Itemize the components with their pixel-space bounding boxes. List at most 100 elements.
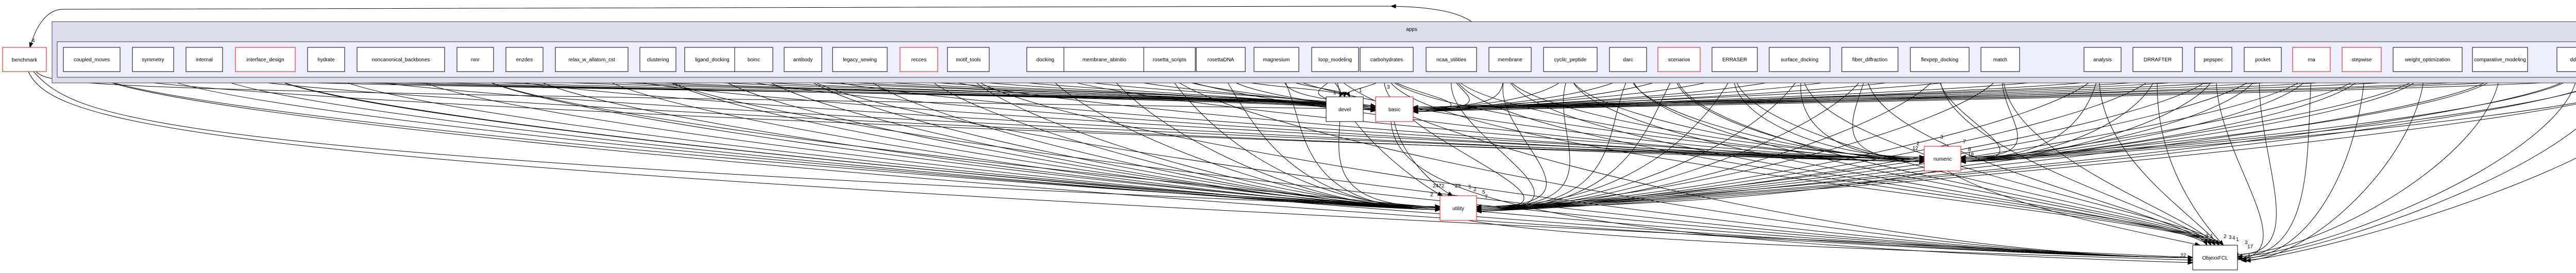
dir-node-pocket[interactable]: pocket (2244, 47, 2282, 72)
dir-node-label[interactable]: fiber_diffraction (1852, 57, 1887, 63)
dir-node-label[interactable]: ObjexxFCL (2202, 255, 2228, 261)
dir-node-label[interactable]: utility (1452, 206, 1464, 212)
dir-node-label[interactable]: ERRASER (1722, 57, 1747, 63)
dir-node-drrafter[interactable]: DRRAFTER (2132, 47, 2183, 72)
dir-node-recces[interactable]: recces (900, 47, 938, 72)
dir-node-label[interactable]: stepwise (2352, 57, 2372, 63)
dir-node-pepspec[interactable]: pepspec (2194, 47, 2232, 72)
dir-node-legacy-sewing[interactable]: legacy_sewing (832, 47, 888, 72)
dir-node-membrane-abinitio[interactable]: membrane_abinitio (1063, 47, 1145, 72)
dir-node-numeric[interactable]: numeric (1924, 146, 1961, 172)
dir-node-label[interactable]: match (1993, 57, 2007, 63)
dir-node-ligand-docking[interactable]: ligand_docking (684, 47, 740, 72)
dir-node-nmr[interactable]: nmr (456, 47, 494, 72)
dir-node-label[interactable]: benchmark (12, 58, 38, 63)
cluster-apps-label[interactable]: apps (1406, 27, 1417, 32)
dir-node-match[interactable]: match (1980, 47, 2020, 72)
dir-node-rna[interactable]: rna (2292, 47, 2331, 72)
dir-node-label[interactable]: clustering (647, 57, 669, 63)
dir-node-label[interactable]: ddg (2570, 57, 2576, 63)
dir-node-cyclic-peptide[interactable]: cyclic_peptide (1543, 47, 1598, 72)
dir-node-symmetry[interactable]: symmetry (132, 47, 174, 72)
dir-node-boinc[interactable]: boinc (734, 47, 773, 72)
dir-node-motif-tools[interactable]: motif_tools (947, 47, 990, 72)
dir-node-membrane[interactable]: membrane (1488, 47, 1532, 72)
dir-node-scenarios[interactable]: scenarios (1657, 47, 1701, 72)
dir-node-label[interactable]: ncaa_utilities (1436, 57, 1466, 63)
dir-node-label[interactable]: basic (1388, 107, 1400, 113)
dir-node-label[interactable]: cyclic_peptide (1554, 57, 1587, 63)
dir-node-label[interactable]: enzdes (516, 57, 533, 63)
dir-node-label[interactable]: DRRAFTER (2144, 57, 2172, 63)
dir-node-stepwise[interactable]: stepwise (2342, 47, 2382, 72)
dir-node-label[interactable]: membrane_abinitio (1082, 57, 1126, 63)
dir-node-label[interactable]: recces (911, 57, 926, 63)
dir-node-relax-w-allatom-cst[interactable]: relax_w_allatom_cst (555, 47, 629, 72)
dir-node-label[interactable]: devel (1338, 107, 1351, 113)
dir-node-label[interactable]: motif_tools (956, 57, 980, 63)
dir-node-label[interactable]: ligand_docking (695, 57, 730, 63)
dir-node-label[interactable]: internal (196, 57, 213, 63)
dependency-edge (1166, 71, 1925, 162)
dir-node-coupled-moves[interactable]: coupled_moves (63, 47, 121, 72)
dir-node-label[interactable]: pocket (2255, 57, 2270, 63)
dir-node-label[interactable]: docking (1037, 57, 1054, 63)
dependency-edge (800, 71, 2193, 258)
dir-node-label[interactable]: rosetta_scripts (1153, 57, 1186, 63)
dir-node-label[interactable]: magnesium (1263, 57, 1290, 63)
dir-node-label[interactable]: rna (2308, 57, 2315, 63)
dir-node-hydrate[interactable]: hydrate (307, 47, 345, 72)
dir-node-enzdes[interactable]: enzdes (505, 47, 544, 72)
dir-node-label[interactable]: numeric (1934, 157, 1952, 162)
dir-node-label[interactable]: weight_optimization (2404, 57, 2450, 63)
dir-node-devel[interactable]: devel (1326, 96, 1364, 122)
dir-node-utility[interactable]: utility (1439, 195, 1477, 221)
dir-node-carbohydrates[interactable]: carbohydrates (1360, 47, 1414, 72)
dir-node-clustering[interactable]: clustering (639, 47, 676, 72)
dir-node-noncanonical-backbones[interactable]: noncanonical_backbones (357, 47, 445, 72)
dir-node-analysis[interactable]: analysis (2083, 47, 2122, 72)
dir-node-antibody[interactable]: antibody (784, 47, 822, 72)
dir-node-label[interactable]: pepspec (2204, 57, 2223, 63)
dir-node-magnesium[interactable]: magnesium (1253, 47, 1299, 72)
dir-node-surface-docking[interactable]: surface_docking (1769, 47, 1831, 72)
dir-node-erraser[interactable]: ERRASER (1711, 47, 1758, 72)
dir-node-label[interactable]: coupled_moves (74, 57, 110, 63)
dir-node-benchmark[interactable]: benchmark (2, 47, 47, 72)
dir-node-ncaa-utilities[interactable]: ncaa_utilities (1426, 47, 1477, 72)
dir-node-label[interactable]: symmetry (142, 57, 164, 63)
dir-node-rosetta-scripts[interactable]: rosetta_scripts (1143, 47, 1196, 72)
dir-node-label[interactable]: loop_modeling (1318, 57, 1352, 63)
dir-node-label[interactable]: carbohydrates (1370, 57, 1403, 63)
dir-node-flexpep-docking[interactable]: flexpep_docking (1910, 47, 1970, 72)
dir-node-objexxfcl[interactable]: ObjexxFCL (2192, 245, 2238, 270)
dir-node-fiber-diffraction[interactable]: fiber_diffraction (1841, 47, 1899, 72)
dir-node-label[interactable]: flexpep_docking (1921, 57, 1958, 63)
dir-node-ddg[interactable]: ddg (2556, 47, 2576, 72)
dir-node-label[interactable]: hydrate (317, 57, 335, 63)
dir-node-basic[interactable]: basic (1375, 96, 1414, 122)
dir-node-label[interactable]: membrane (1498, 57, 1522, 63)
dir-node-label[interactable]: comparative_modeling (2474, 57, 2526, 63)
dir-node-label[interactable]: surface_docking (1781, 57, 1819, 63)
dir-node-label[interactable]: nmr (471, 57, 480, 63)
dir-node-interface-design[interactable]: interface_design (235, 47, 296, 72)
dir-node-weight-optimization[interactable]: weight_optimization (2393, 47, 2463, 72)
dir-node-label[interactable]: boinc (748, 57, 760, 63)
dir-node-label[interactable]: antibody (793, 57, 813, 63)
dir-node-label[interactable]: darc (1623, 57, 1633, 63)
dir-node-darc[interactable]: darc (1609, 47, 1647, 72)
dir-node-label[interactable]: scenarios (1668, 57, 1690, 63)
dir-node-label[interactable]: interface_design (246, 57, 284, 63)
dir-node-label[interactable]: legacy_sewing (843, 57, 877, 63)
dir-node-label[interactable]: rosettaDNA (1208, 57, 1234, 63)
dir-node-label[interactable]: noncanonical_backbones (372, 57, 430, 63)
dir-node-label[interactable]: analysis (2093, 57, 2112, 63)
dir-node-internal[interactable]: internal (185, 47, 223, 72)
dir-node-comparative-modeling[interactable]: comparative_modeling (2472, 47, 2528, 72)
dir-node-rosettadna[interactable]: rosettaDNA (1196, 47, 1246, 72)
edge-arrowhead (1390, 4, 1396, 9)
dir-node-loop-modeling[interactable]: loop_modeling (1311, 47, 1359, 72)
dir-node-label[interactable]: relax_w_allatom_cst (568, 57, 615, 63)
dir-node-docking[interactable]: docking (1026, 47, 1064, 72)
